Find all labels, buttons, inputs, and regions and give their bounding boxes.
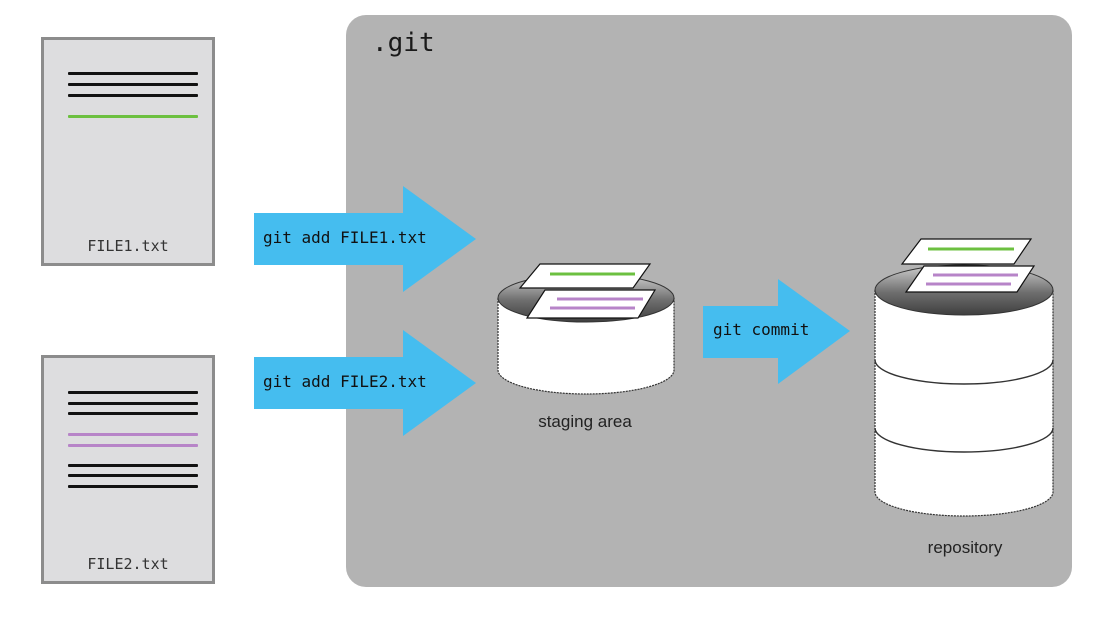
repository-level-divider (874, 427, 1054, 453)
repository-label: repository (927, 538, 1003, 557)
file2-name: FILE2.txt (87, 555, 169, 573)
repository-cylinder (874, 238, 1054, 517)
arrow-right-icon (703, 279, 850, 384)
repository-level-divider (874, 359, 1054, 385)
text-line (68, 485, 198, 488)
staged-file-card (518, 263, 652, 289)
text-line (68, 83, 198, 86)
file1-name: FILE1.txt (87, 237, 169, 255)
file1-document: FILE1.txt (41, 37, 215, 266)
text-line (68, 402, 198, 405)
text-line (68, 412, 198, 415)
text-line (68, 72, 198, 75)
git-commit-label: git commit (713, 320, 810, 339)
git-add-file2-label: git add FILE2.txt (263, 372, 427, 391)
changed-line-purple (68, 433, 198, 436)
staged-file-card (525, 289, 657, 319)
committed-file-card (904, 265, 1036, 293)
git-directory-label: .git (372, 28, 435, 58)
arrow-right-icon (254, 186, 476, 292)
file2-document: FILE2.txt (41, 355, 215, 584)
staging-area-label: staging area (538, 412, 632, 431)
git-add-file2-arrow: git add FILE2.txt (254, 330, 476, 436)
staging-area-cylinder (497, 263, 675, 395)
committed-file-card (900, 238, 1033, 265)
text-line (68, 94, 198, 97)
git-add-file1-label: git add FILE1.txt (263, 228, 427, 247)
git-commit-arrow: git commit (703, 279, 850, 384)
changed-line-green (68, 115, 198, 118)
changed-line-purple (68, 444, 198, 447)
text-line (68, 391, 198, 394)
text-line (68, 464, 198, 467)
arrow-right-icon (254, 330, 476, 436)
text-line (68, 474, 198, 477)
git-add-file1-arrow: git add FILE1.txt (254, 186, 476, 292)
